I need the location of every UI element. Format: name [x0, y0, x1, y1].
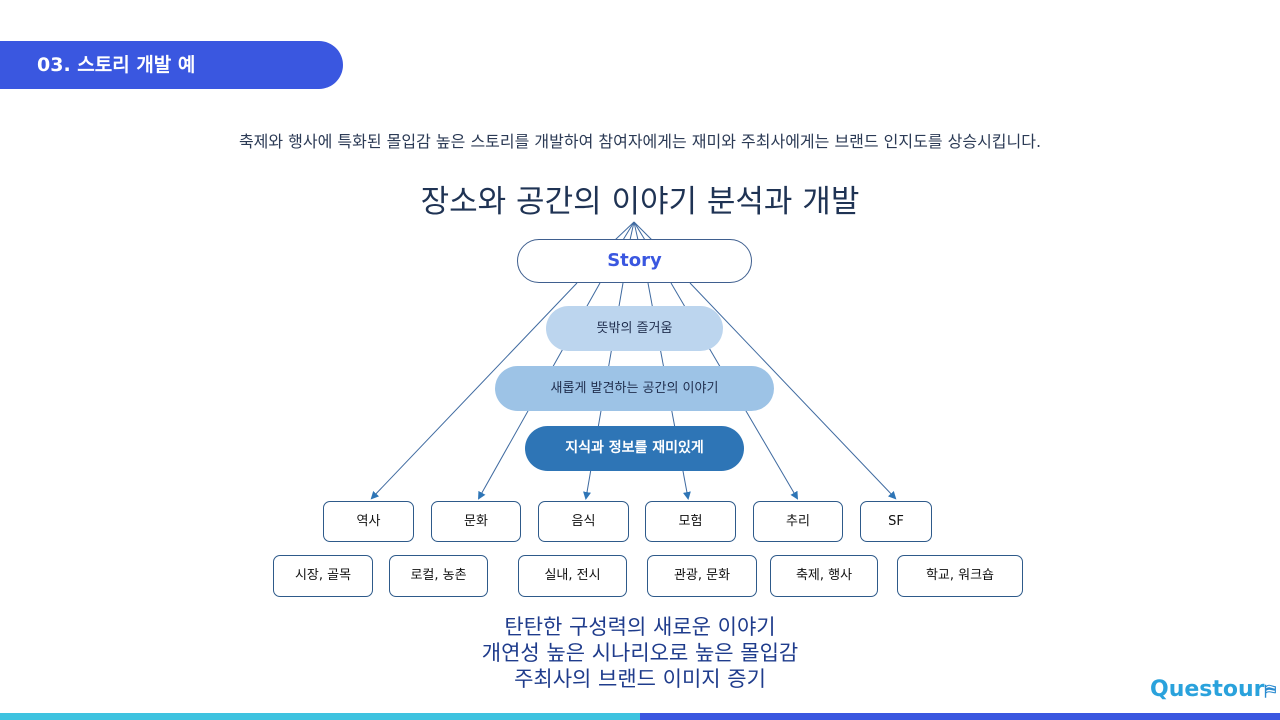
- footer-bar-left: [0, 713, 640, 720]
- benefits-list: 탄탄한 구성력의 새로운 이야기 개연성 높은 시나리오로 높은 몰입감 주최사…: [0, 614, 1280, 692]
- fan-line: [614, 221, 635, 241]
- logo-text: Questour: [1150, 677, 1265, 702]
- category-box: 추리: [753, 501, 843, 542]
- fan-line: [633, 221, 639, 241]
- category-box: 음식: [538, 501, 629, 542]
- location-box: 축제, 행사: [770, 555, 878, 597]
- benefit-line: 주최사의 브랜드 이미지 증기: [514, 667, 766, 691]
- location-box: 학교, 워크숍: [897, 555, 1023, 597]
- footer-bar-right: [640, 713, 1280, 720]
- category-box: 모험: [645, 501, 736, 542]
- benefit-line: 탄탄한 구성력의 새로운 이야기: [504, 615, 776, 639]
- location-box: 실내, 전시: [518, 555, 627, 597]
- fan-line: [633, 221, 646, 241]
- category-box: SF: [860, 501, 932, 542]
- map-pin-icon: ⛿: [1264, 681, 1277, 700]
- fan-line: [622, 221, 635, 241]
- subtitle: 축제와 행사에 특화된 몰입감 높은 스토리를 개발하여 참여자에게는 재미와 …: [238, 132, 1042, 151]
- diagram-title: 장소와 공간의 이야기 분석과 개발: [420, 184, 860, 220]
- layer-pill: 지식과 정보를 재미있게: [525, 426, 744, 471]
- arrow-line: [370, 282, 578, 500]
- arrow-line: [689, 282, 897, 500]
- layer-pill: 뜻밖의 즐거움: [546, 306, 723, 351]
- layer-pill: 새롭게 발견하는 공간의 이야기: [495, 366, 774, 411]
- fan-line: [633, 221, 653, 241]
- section-header: 03. 스토리 개발 예: [0, 41, 343, 89]
- location-box: 관광, 문화: [647, 555, 757, 597]
- questour-logo: Questour⛿: [1150, 677, 1276, 702]
- location-box: 시장, 골목: [273, 555, 373, 597]
- benefit-line: 개연성 높은 시나리오로 높은 몰입감: [481, 641, 799, 665]
- story-node: Story: [517, 239, 752, 283]
- location-box: 로컬, 농촌: [389, 555, 488, 597]
- category-box: 역사: [323, 501, 414, 542]
- category-box: 문화: [431, 501, 521, 542]
- fan-line: [629, 221, 635, 241]
